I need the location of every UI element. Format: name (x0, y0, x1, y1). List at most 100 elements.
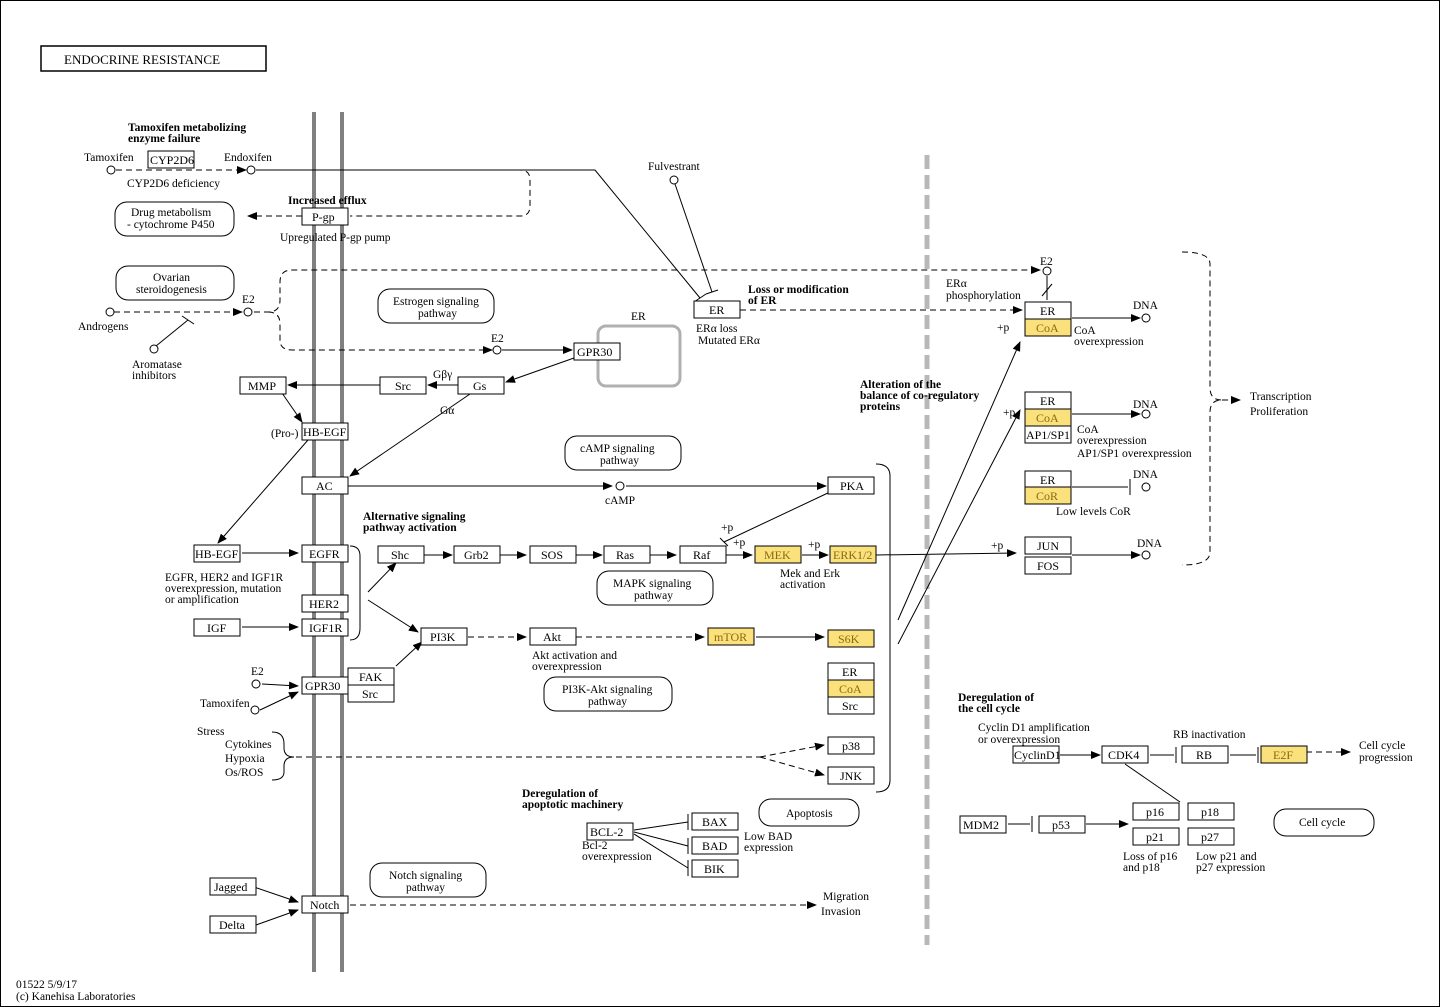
gene-bad[interactable]: BAD (691, 836, 739, 855)
gene-pgp[interactable]: P-gp (301, 207, 349, 226)
svg-text:FAK: FAK (359, 670, 382, 684)
gene-gpr30-top[interactable]: GPR30 (573, 342, 621, 361)
gene-hbegf-membrane[interactable]: HB-EGF (301, 422, 349, 441)
dna-compound-3[interactable] (1141, 482, 1151, 492)
map-mapk-signaling[interactable]: MAPK signaling pathway (596, 570, 714, 606)
tamoxifen2-compound[interactable] (250, 705, 260, 715)
gene-shc[interactable]: Shc (377, 545, 425, 564)
gene-s6k[interactable]: S6K (827, 629, 875, 648)
gene-sos[interactable]: SOS (529, 545, 577, 564)
gene-er-top[interactable]: ER (693, 300, 741, 319)
svg-text:enzyme failure: enzyme failure (128, 133, 200, 145)
gene-p21[interactable]: p21 (1132, 827, 1180, 846)
dna-label-2: DNA (1133, 399, 1159, 411)
map-cell-cycle[interactable]: Cell cycle (1273, 808, 1375, 837)
gene-er-mid[interactable]: ER (827, 662, 875, 681)
gene-ac[interactable]: AC (301, 476, 349, 495)
gene-jun[interactable]: JUN (1024, 536, 1072, 555)
gene-bax[interactable]: BAX (691, 812, 739, 831)
compounds: Tamoxifen Endoxifen Fulvestrant Androgen… (78, 152, 1163, 715)
gene-igf[interactable]: IGF (193, 618, 241, 637)
fulvestrant-compound[interactable] (669, 175, 679, 185)
gene-mmp[interactable]: MMP (239, 376, 287, 395)
gene-coa-nuc-2[interactable]: CoA (1024, 408, 1072, 427)
gene-fos[interactable]: FOS (1024, 556, 1072, 575)
e2-compound-c[interactable] (1042, 266, 1052, 276)
gene-mek[interactable]: MEK (754, 545, 802, 564)
gene-p16[interactable]: p16 (1132, 802, 1180, 821)
footer-id-date: 01522 5/9/17 (16, 979, 77, 991)
gene-bcl2[interactable]: BCL-2 (586, 822, 634, 841)
gene-er-nuc-2[interactable]: ER (1024, 391, 1072, 410)
map-notch-signaling[interactable]: Notch signaling pathway (369, 862, 487, 898)
gene-er-nuc-3[interactable]: ER (1024, 470, 1072, 489)
gene-cyclind1[interactable]: CyclinD1 (1012, 745, 1061, 764)
gene-e2f[interactable]: E2F (1260, 745, 1308, 764)
gene-egfr[interactable]: EGFR (301, 544, 349, 563)
gene-gs[interactable]: Gs (457, 376, 505, 395)
gene-coa-nuc-1[interactable]: CoA (1024, 318, 1072, 337)
gene-akt[interactable]: Akt (529, 627, 577, 646)
gene-bik[interactable]: BIK (691, 859, 739, 878)
map-apoptosis[interactable]: Apoptosis (758, 798, 860, 827)
gene-cyp2d6[interactable]: CYP2D6 (147, 150, 195, 169)
map-estrogen-signaling[interactable]: Estrogen signaling pathway (377, 288, 495, 324)
dna-compound-1[interactable] (1141, 313, 1151, 323)
gene-er-nuc-1[interactable]: ER (1024, 301, 1072, 320)
e2-compound-d[interactable] (251, 679, 261, 689)
gene-pka[interactable]: PKA (827, 476, 875, 495)
aromatase-inhibitors-compound[interactable] (149, 344, 159, 354)
svg-text:p16: p16 (1146, 805, 1164, 819)
svg-text:+p: +p (808, 539, 820, 551)
gene-erk[interactable]: ERK1/2 (829, 545, 877, 564)
dna-compound-4[interactable] (1141, 550, 1151, 560)
gene-p18[interactable]: p18 (1187, 802, 1235, 821)
gene-src-left[interactable]: Src (379, 376, 427, 395)
edges (114, 166, 1351, 926)
gene-raf[interactable]: Raf (679, 545, 727, 564)
gene-cdk4[interactable]: CDK4 (1101, 745, 1149, 764)
map-camp-signaling[interactable]: cAMP signaling pathway (564, 435, 682, 471)
e2-compound-b[interactable] (492, 345, 502, 355)
gene-rb[interactable]: RB (1181, 745, 1229, 764)
gene-ap1-sp1[interactable]: AP1/SP1 (1024, 425, 1072, 444)
svg-text:EGFR, HER2 and IGF1R: EGFR, HER2 and IGF1R (165, 572, 284, 584)
gene-p53[interactable]: p53 (1038, 815, 1086, 834)
e2-label-d: E2 (251, 666, 264, 678)
gene-delta[interactable]: Delta (209, 915, 257, 934)
tamoxifen-compound[interactable] (106, 165, 116, 175)
gene-notch[interactable]: Notch (301, 895, 349, 914)
svg-text:E2F: E2F (1273, 748, 1293, 762)
map-pi3k-akt-signaling[interactable]: PI3K-Akt signaling pathway (543, 676, 673, 712)
svg-text:AC: AC (316, 479, 333, 493)
svg-text:pathway: pathway (418, 308, 457, 320)
map-drug-metabolism[interactable]: Drug metabolism - cytochrome P450 (114, 201, 235, 237)
svg-text:+p: +p (721, 522, 733, 534)
gene-mdm2[interactable]: MDM2 (959, 815, 1007, 834)
gene-jagged[interactable]: Jagged (209, 877, 257, 896)
gene-fak[interactable]: FAK (347, 667, 395, 686)
gene-p38[interactable]: p38 (827, 736, 875, 755)
endoxifen-compound[interactable] (246, 165, 256, 175)
gene-cor[interactable]: CoR (1024, 486, 1072, 505)
gene-gpr30-bottom[interactable]: GPR30 (301, 676, 349, 695)
gene-mtor[interactable]: mTOR (707, 627, 755, 646)
androgens-compound[interactable] (105, 307, 115, 317)
gene-ras[interactable]: Ras (603, 545, 651, 564)
gene-src-fak[interactable]: Src (347, 684, 395, 703)
dna-compound-2[interactable] (1141, 409, 1151, 419)
gene-coa-mid[interactable]: CoA (827, 679, 875, 698)
camp-compound[interactable] (615, 481, 625, 491)
svg-text:BIK: BIK (704, 862, 725, 876)
gene-hbegf[interactable]: HB-EGF (193, 544, 241, 563)
gene-igf1r[interactable]: IGF1R (301, 618, 349, 637)
gene-pi3k[interactable]: PI3K (420, 627, 468, 646)
svg-text:ER: ER (709, 303, 724, 317)
gene-jnk[interactable]: JNK (827, 766, 875, 785)
gene-p27[interactable]: p27 (1187, 827, 1235, 846)
e2-compound-a[interactable] (243, 307, 253, 317)
gene-grb2[interactable]: Grb2 (453, 545, 501, 564)
gene-her2[interactable]: HER2 (301, 594, 349, 613)
gene-src-mid[interactable]: Src (827, 696, 875, 715)
map-ovarian-steroidogenesis[interactable]: Ovarian steroidogenesis (115, 265, 235, 301)
